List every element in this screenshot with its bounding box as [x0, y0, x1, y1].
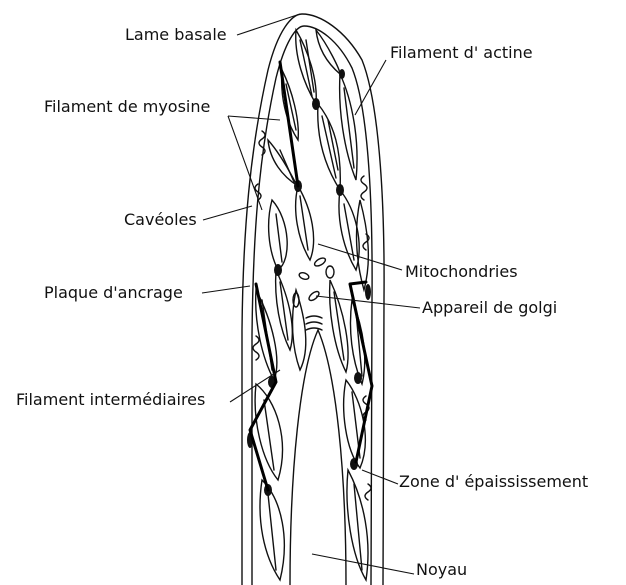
nucleus-outline	[290, 330, 346, 585]
label-lame-basale: Lame basale	[125, 26, 227, 44]
label-filament-actine: Filament d' actine	[390, 44, 533, 62]
label-mitochondries: Mitochondries	[405, 263, 518, 281]
label-zone-epaississement: Zone d' épaississement	[399, 473, 588, 491]
label-noyau: Noyau	[416, 561, 467, 579]
label-appareil-golgi: Appareil de golgi	[422, 299, 557, 317]
label-filament-intermediaires: Filament intermédiaires	[16, 391, 205, 409]
label-caveoles: Cavéoles	[124, 211, 197, 229]
label-plaque-ancrage: Plaque d'ancrage	[44, 284, 183, 302]
label-filament-myosine: Filament de myosine	[44, 98, 210, 116]
